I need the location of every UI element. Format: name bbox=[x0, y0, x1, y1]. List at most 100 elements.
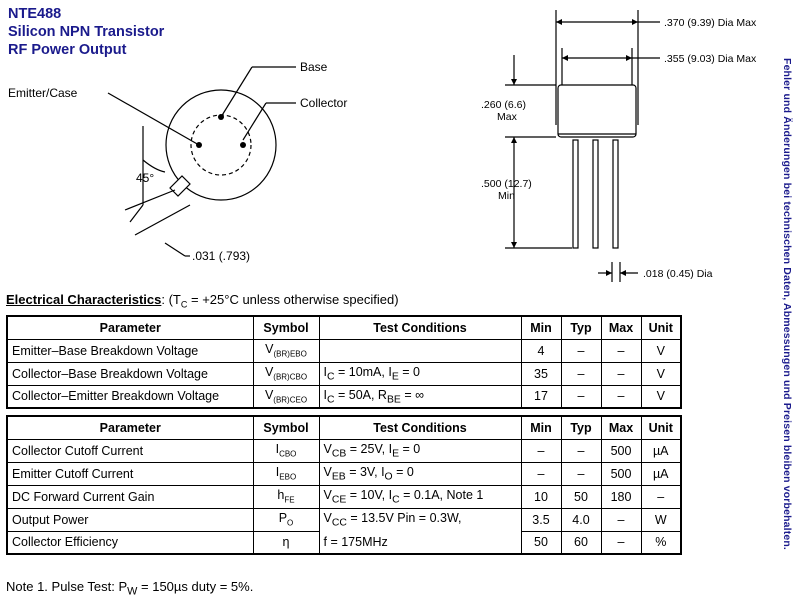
column-header-max: Max bbox=[600, 415, 642, 440]
cell-max: 500 bbox=[600, 461, 642, 486]
cell-max: 500 bbox=[600, 438, 642, 463]
cell-sym: PO bbox=[252, 507, 320, 532]
tab-width-label: .031 (.793) bbox=[192, 249, 250, 263]
application-description: RF Power Output bbox=[8, 42, 127, 58]
cell-min: – bbox=[520, 438, 562, 463]
cell-typ: 4.0 bbox=[560, 507, 602, 532]
cell-min: 10 bbox=[520, 484, 562, 509]
column-header-unit: Unit bbox=[640, 315, 682, 340]
cell-cond: VCE = 10V, IC = 0.1A, Note 1 bbox=[318, 484, 522, 509]
column-header-unit: Unit bbox=[640, 415, 682, 440]
lead-2 bbox=[592, 139, 599, 249]
lead-min-label-2: Min bbox=[498, 190, 515, 202]
lead-1 bbox=[572, 139, 579, 249]
cell-typ: 50 bbox=[560, 484, 602, 509]
collector-label: Collector bbox=[300, 96, 347, 110]
column-header-sym: Symbol bbox=[252, 315, 320, 340]
cell-cond bbox=[318, 338, 522, 363]
electrical-heading: Electrical Characteristics: (TC = +25°C … bbox=[6, 292, 399, 310]
column-header-max: Max bbox=[600, 315, 642, 340]
cell-typ: – bbox=[560, 338, 602, 363]
cell-unit: µA bbox=[640, 461, 682, 486]
column-header-min: Min bbox=[520, 315, 562, 340]
dia-max-label-1: .370 (9.39) Dia Max bbox=[664, 17, 757, 29]
cell-max: – bbox=[600, 530, 642, 555]
column-header-cond: Test Conditions bbox=[318, 315, 522, 340]
cell-cond: VCC = 13.5V Pin = 0.3W, bbox=[318, 507, 522, 531]
cell-param: Emitter Cutoff Current bbox=[6, 461, 254, 486]
cell-max: – bbox=[600, 338, 642, 363]
electrical-title: Electrical Characteristics bbox=[6, 292, 162, 307]
cell-min: 17 bbox=[520, 384, 562, 409]
angle-label: 45° bbox=[136, 171, 154, 185]
cell-max: 180 bbox=[600, 484, 642, 509]
cell-sym: ICBO bbox=[252, 438, 320, 463]
cell-sym: V(BR)CEO bbox=[252, 384, 320, 409]
emitter-case-label: Emitter/Case bbox=[8, 86, 78, 100]
cell-typ: – bbox=[560, 384, 602, 409]
cell-unit: W bbox=[640, 507, 682, 532]
cell-param: Collector–Base Breakdown Voltage bbox=[6, 361, 254, 386]
device-description: Silicon NPN Transistor bbox=[8, 24, 165, 40]
cell-max: – bbox=[600, 384, 642, 409]
lead-dia-label: .018 (0.45) Dia bbox=[643, 268, 713, 280]
cell-typ: – bbox=[560, 438, 602, 463]
cell-cond: VCB = 25V, IE = 0 bbox=[318, 438, 522, 463]
cell-min: 4 bbox=[520, 338, 562, 363]
cell-sym: hFE bbox=[252, 484, 320, 509]
cell-cond: IC = 50A, RBE = ∞ bbox=[318, 384, 522, 409]
part-number: NTE488 bbox=[8, 6, 62, 22]
height-max-label-2: Max bbox=[497, 111, 518, 123]
cell-unit: % bbox=[640, 530, 682, 555]
emitter-tab bbox=[169, 175, 191, 197]
cell-cond: IC = 10mA, IE = 0 bbox=[318, 361, 522, 386]
cell-unit: – bbox=[640, 484, 682, 509]
cell-typ: – bbox=[560, 361, 602, 386]
cell-typ: 60 bbox=[560, 530, 602, 555]
can-body bbox=[557, 84, 637, 138]
cell-param: Collector Cutoff Current bbox=[6, 438, 254, 463]
cell-sym: V(BR)EBO bbox=[252, 338, 320, 363]
column-header-sym: Symbol bbox=[252, 415, 320, 440]
cell-cond: VEB = 3V, IO = 0 bbox=[318, 461, 522, 486]
dia-max-label-2: .355 (9.03) Dia Max bbox=[664, 53, 757, 65]
cell-param: Emitter–Base Breakdown Voltage bbox=[6, 338, 254, 363]
cell-min: 35 bbox=[520, 361, 562, 386]
cell-typ: – bbox=[560, 461, 602, 486]
pulse-test-note: Note 1. Pulse Test: PW = 150µs duty = 5%… bbox=[6, 579, 254, 598]
cell-unit: µA bbox=[640, 438, 682, 463]
cell-min: 50 bbox=[520, 530, 562, 555]
cell-param: Collector–Emitter Breakdown Voltage bbox=[6, 384, 254, 409]
cell-min: 3.5 bbox=[520, 507, 562, 532]
cell-max: – bbox=[600, 507, 642, 532]
lead-min-label-1: .500 (12.7) bbox=[481, 178, 532, 190]
column-header-param: Parameter bbox=[6, 415, 254, 440]
cell-param: Collector Efficiency bbox=[6, 530, 254, 555]
height-max-label-1: .260 (6.6) bbox=[481, 99, 526, 111]
cell-max: – bbox=[600, 361, 642, 386]
cell-min: – bbox=[520, 461, 562, 486]
datasheet-header: NTE488 Silicon NPN Transistor RF Power O… bbox=[8, 5, 164, 59]
lead-3 bbox=[612, 139, 619, 249]
cell-param: DC Forward Current Gain bbox=[6, 484, 254, 509]
column-header-typ: Typ bbox=[560, 315, 602, 340]
column-header-typ: Typ bbox=[560, 415, 602, 440]
cell-unit: V bbox=[640, 338, 682, 363]
column-header-cond: Test Conditions bbox=[318, 415, 522, 440]
column-header-param: Parameter bbox=[6, 315, 254, 340]
cell-cond: f = 175MHz bbox=[318, 531, 522, 555]
pin-view-outline bbox=[165, 89, 277, 201]
cell-sym: IEBO bbox=[252, 461, 320, 486]
cell-unit: V bbox=[640, 384, 682, 409]
